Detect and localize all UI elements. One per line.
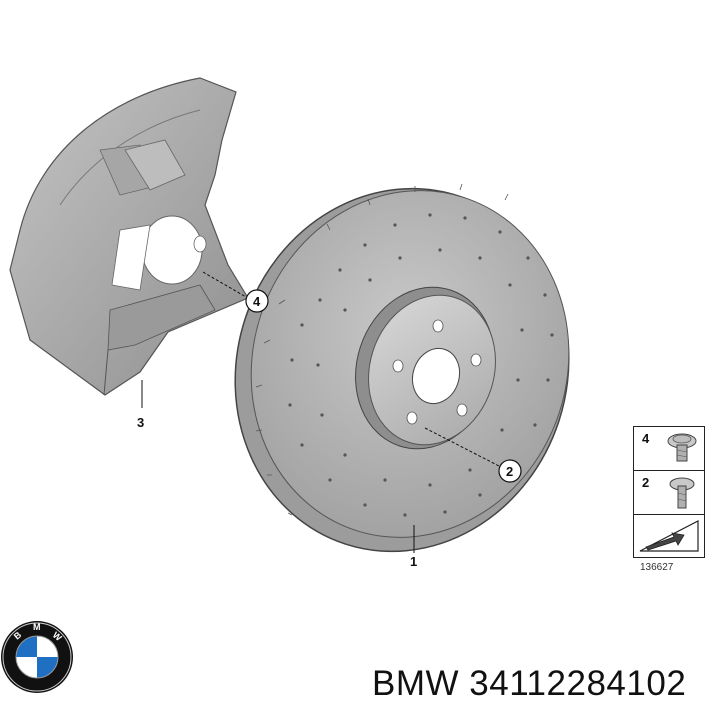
legend-cell-screw: 4 [634, 427, 704, 471]
legend-number-top: 4 [642, 431, 650, 446]
callout-lines [141, 271, 500, 553]
bolt-icon [669, 477, 695, 509]
callout-circle-4 [245, 289, 269, 313]
fastener-legend: 4 2 [633, 426, 705, 558]
callout-label-screw: 4 [253, 294, 261, 309]
callout-label-disc: 1 [410, 554, 417, 569]
hub-bolt-holes [392, 319, 482, 425]
screw-icon [667, 433, 697, 462]
legend-cell-bolt: 2 [634, 471, 704, 515]
brake-disc [234, 183, 570, 553]
part-number: BMW 34112284102 [372, 664, 687, 703]
brake-shield [9, 77, 249, 396]
diagram-id: 136627 [640, 562, 674, 573]
callout-circle-2 [498, 459, 522, 483]
legend-cell-arrow [634, 515, 704, 557]
callout-label-bolt: 2 [506, 464, 513, 479]
svg-text:M: M [33, 622, 41, 632]
callout-label-shield: 3 [137, 415, 144, 430]
direction-arrow-icon [639, 520, 699, 552]
disc-vent-teeth [255, 183, 509, 516]
svg-text:B: B [12, 629, 24, 641]
bmw-logo: B M W [1, 621, 73, 693]
legend-number-middle: 2 [642, 475, 650, 490]
